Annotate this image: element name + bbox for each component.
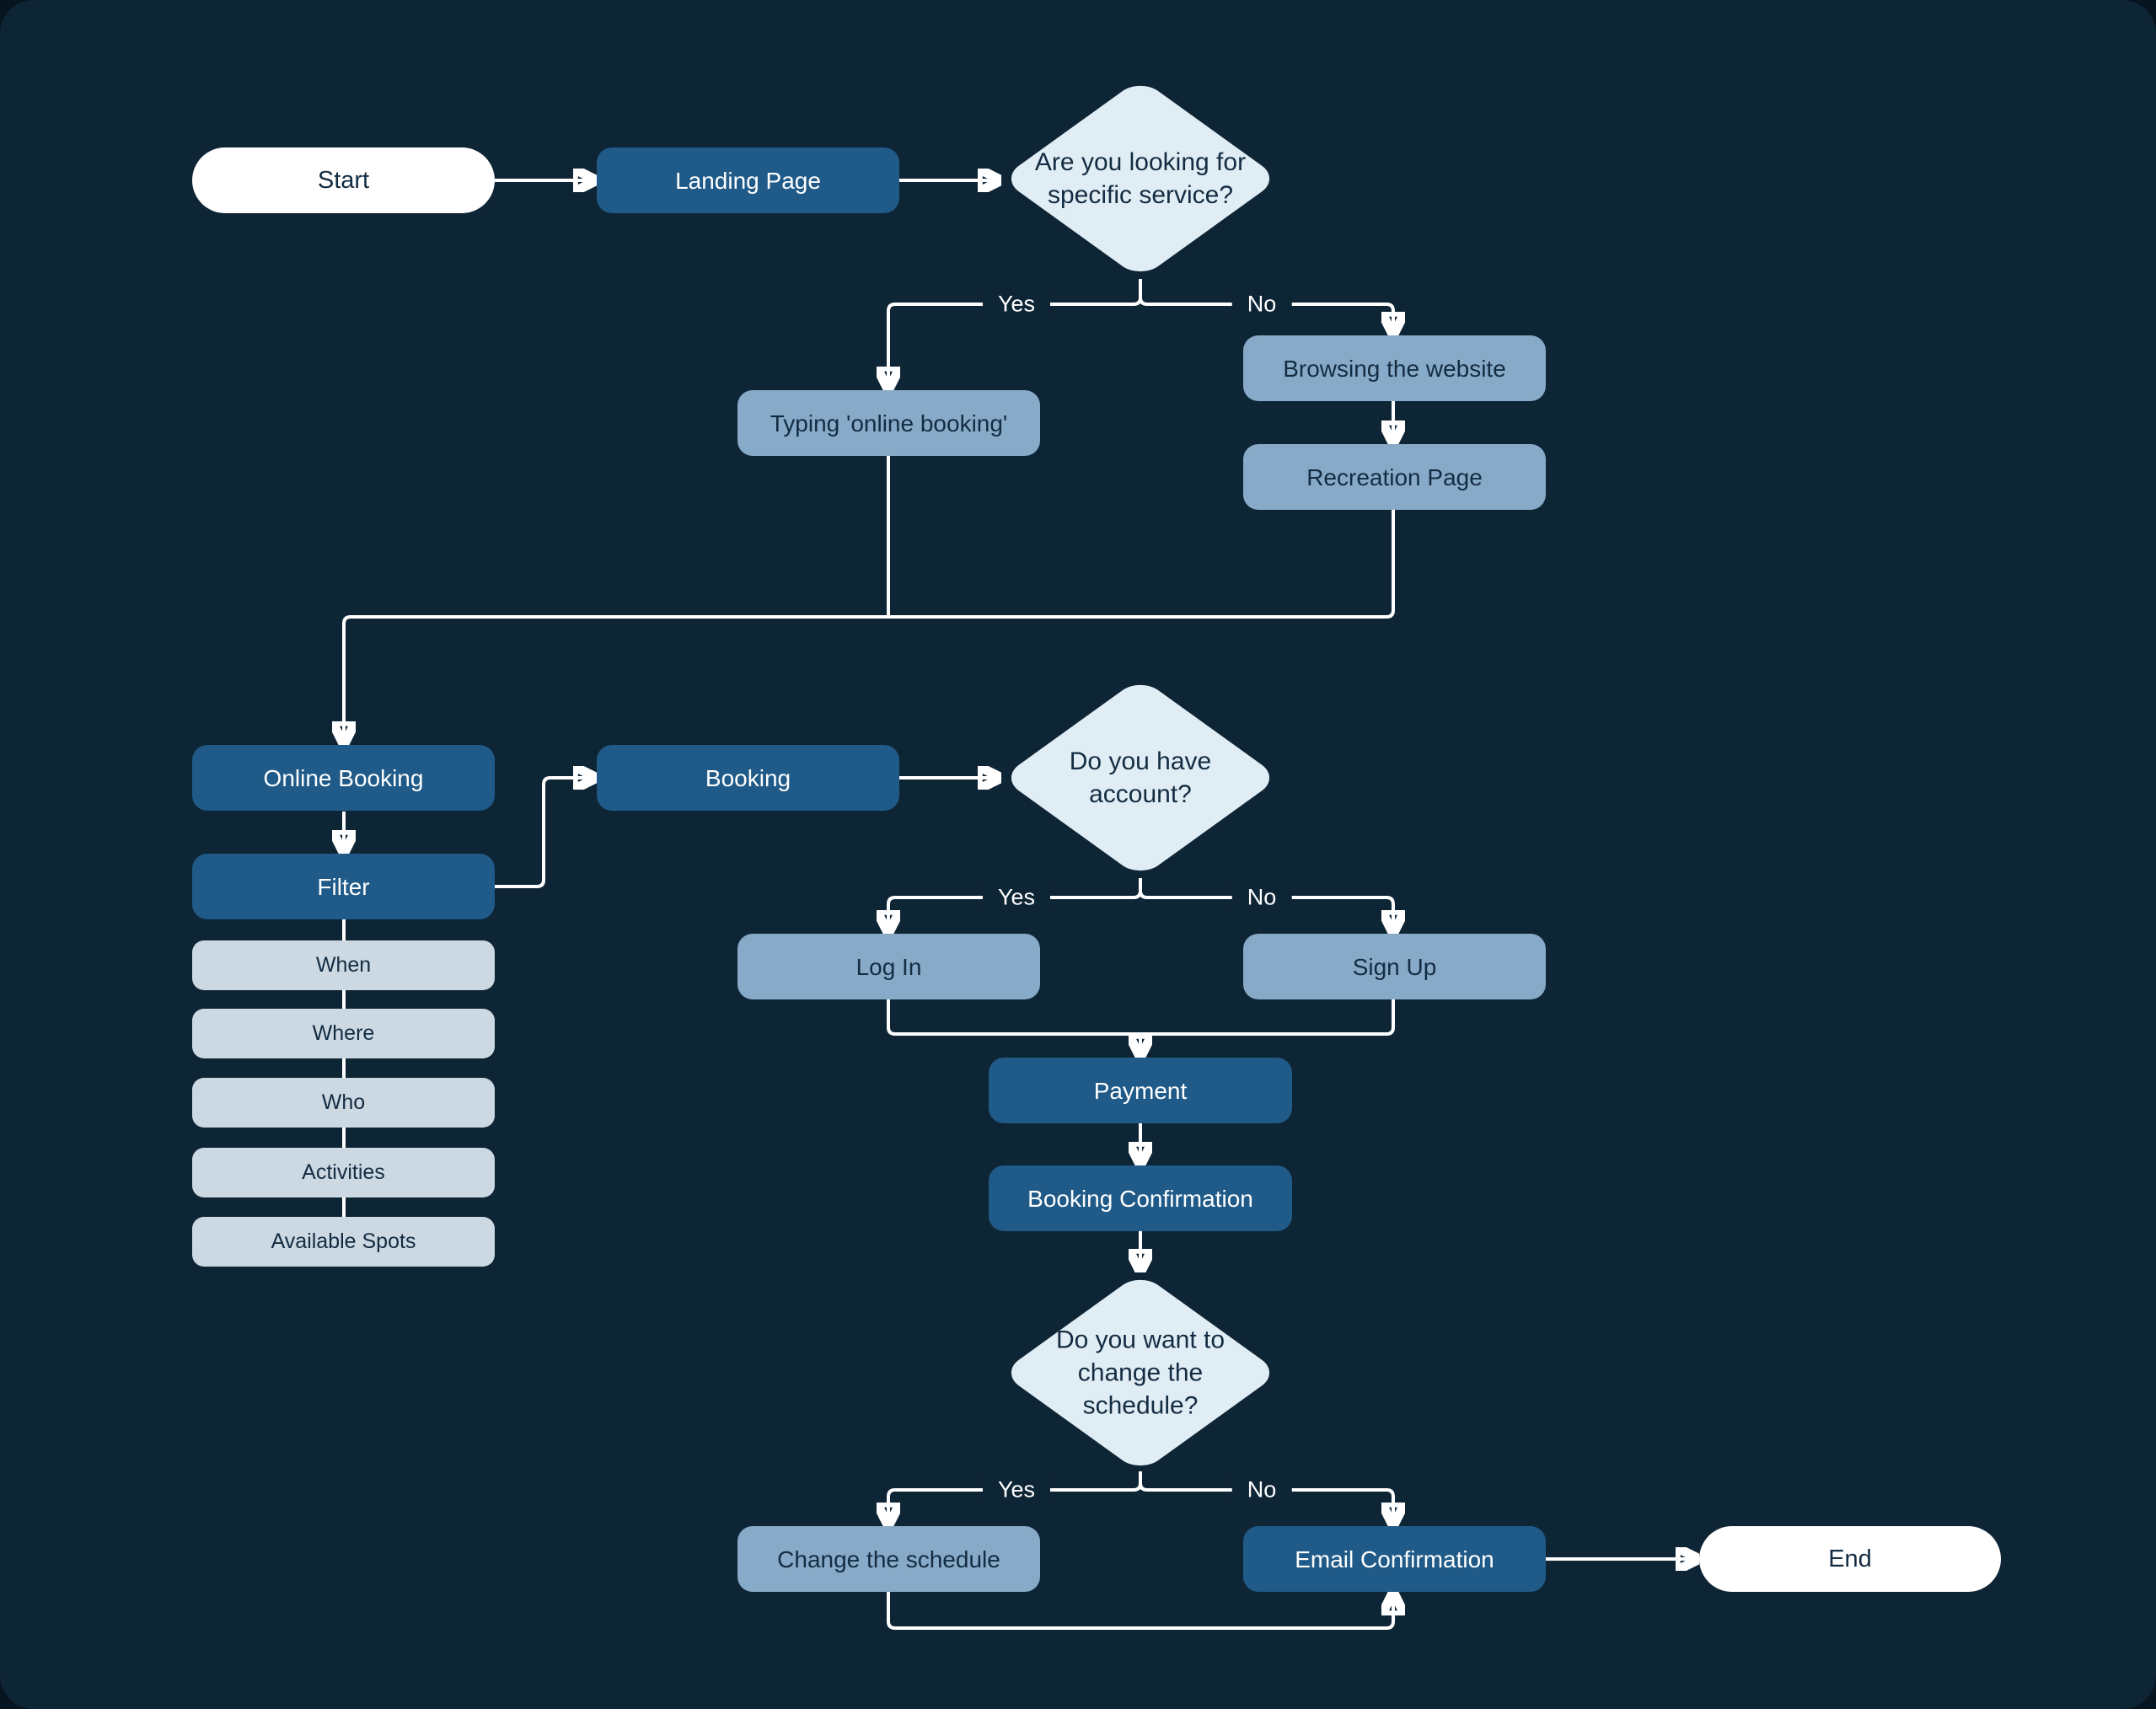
branch-label-no-account: No (1231, 882, 1292, 913)
node-filter-available-spots: Available Spots (192, 1217, 495, 1267)
node-online-booking: Online Booking (192, 745, 495, 811)
branch-label-yes-account: Yes (982, 882, 1051, 913)
decision-have-account-label: Do you have account? (1069, 747, 1212, 808)
node-change-schedule: Change the schedule (737, 1526, 1040, 1592)
edge-filter-to-booking (495, 778, 593, 888)
decision-specific-service: Are you looking for specific service? (1000, 78, 1280, 280)
node-recreation-page: Recreation Page (1243, 444, 1546, 510)
node-payment: Payment (989, 1058, 1292, 1123)
node-sign-up: Sign Up (1243, 934, 1546, 999)
edge-signup-merge (1140, 999, 1395, 1036)
decision-change-schedule: Do you want to change the schedule? (1000, 1272, 1280, 1474)
node-browsing-website: Browsing the website (1243, 335, 1546, 401)
edge-account-no-to-signup (1139, 890, 1393, 930)
node-filter-where: Where (192, 1009, 495, 1058)
node-filter-who: Who (192, 1078, 495, 1128)
edge-schedule-no-to-email (1139, 1482, 1393, 1523)
decision-change-schedule-label: Do you want to change the schedule? (1055, 1326, 1225, 1420)
node-filter: Filter (192, 854, 495, 919)
decision-specific-service-label: Are you looking for specific service? (1034, 148, 1247, 209)
branch-label-yes-schedule: Yes (982, 1475, 1051, 1505)
edge-change-loop-to-email (887, 1592, 1393, 1630)
node-landing-page: Landing Page (597, 147, 899, 213)
branch-label-no-schedule: No (1231, 1475, 1292, 1505)
decision-have-account: Do you have account? (1000, 677, 1280, 879)
node-booking: Booking (597, 745, 899, 811)
node-typing-online-booking: Typing 'online booking' (737, 390, 1040, 456)
node-filter-when: When (192, 940, 495, 990)
edge-service-no-to-browsing (1139, 297, 1393, 332)
node-email-confirmation: Email Confirmation (1243, 1526, 1546, 1592)
edge-login-merge (887, 999, 1140, 1036)
node-end: End (1699, 1526, 2001, 1592)
node-start: Start (192, 147, 495, 213)
branch-label-yes-service: Yes (982, 289, 1051, 319)
node-booking-confirmation: Booking Confirmation (989, 1165, 1292, 1231)
branch-label-no-service: No (1231, 289, 1292, 319)
node-log-in: Log In (737, 934, 1040, 999)
edge-recreation-to-online-booking (344, 510, 1395, 742)
node-filter-activities: Activities (192, 1148, 495, 1197)
